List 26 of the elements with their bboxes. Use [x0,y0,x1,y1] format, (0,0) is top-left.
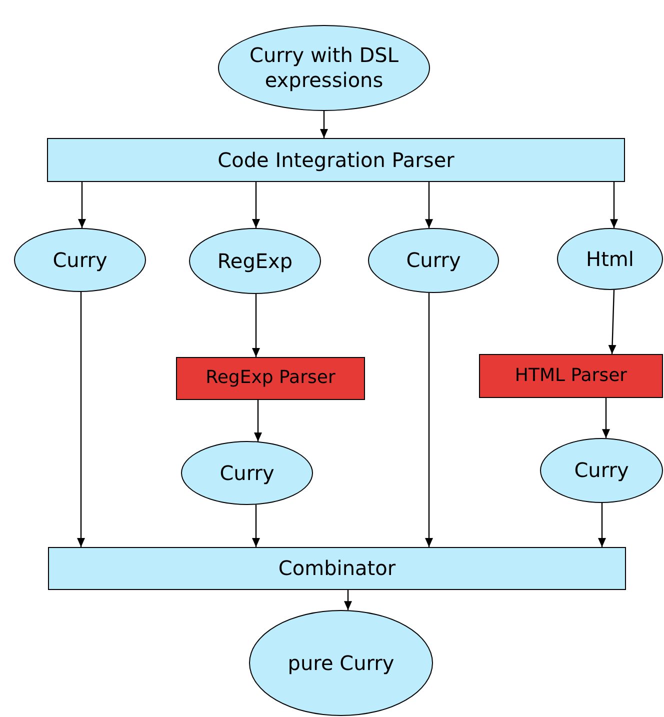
arrow [254,400,262,442]
arrow [78,182,86,228]
arrow [77,292,85,547]
process-bar: Combinator [48,547,626,590]
ellipse-node: Curry with DSL expressions [218,25,430,111]
arrow [320,111,328,138]
arrow [610,182,618,228]
process-bar: Code Integration Parser [47,138,625,182]
arrow [252,182,260,228]
ellipse-node: Curry [368,228,499,293]
arrow [425,292,433,547]
ellipse-node: Html [557,228,663,290]
arrow [608,290,616,354]
ellipse-node: pure Curry [249,610,433,716]
ellipse-node: Curry [14,228,146,292]
parser-box: RegExp Parser [176,357,365,400]
parser-box: HTML Parser [479,354,663,398]
arrow [344,590,352,610]
arrow [598,503,606,547]
arrow [602,398,610,438]
ellipse-node: RegExp [189,228,321,294]
ellipse-node: Curry [540,438,663,503]
arrow [252,294,260,357]
ellipse-node: Curry [181,441,313,505]
arrow [425,182,433,228]
arrow [252,504,260,547]
